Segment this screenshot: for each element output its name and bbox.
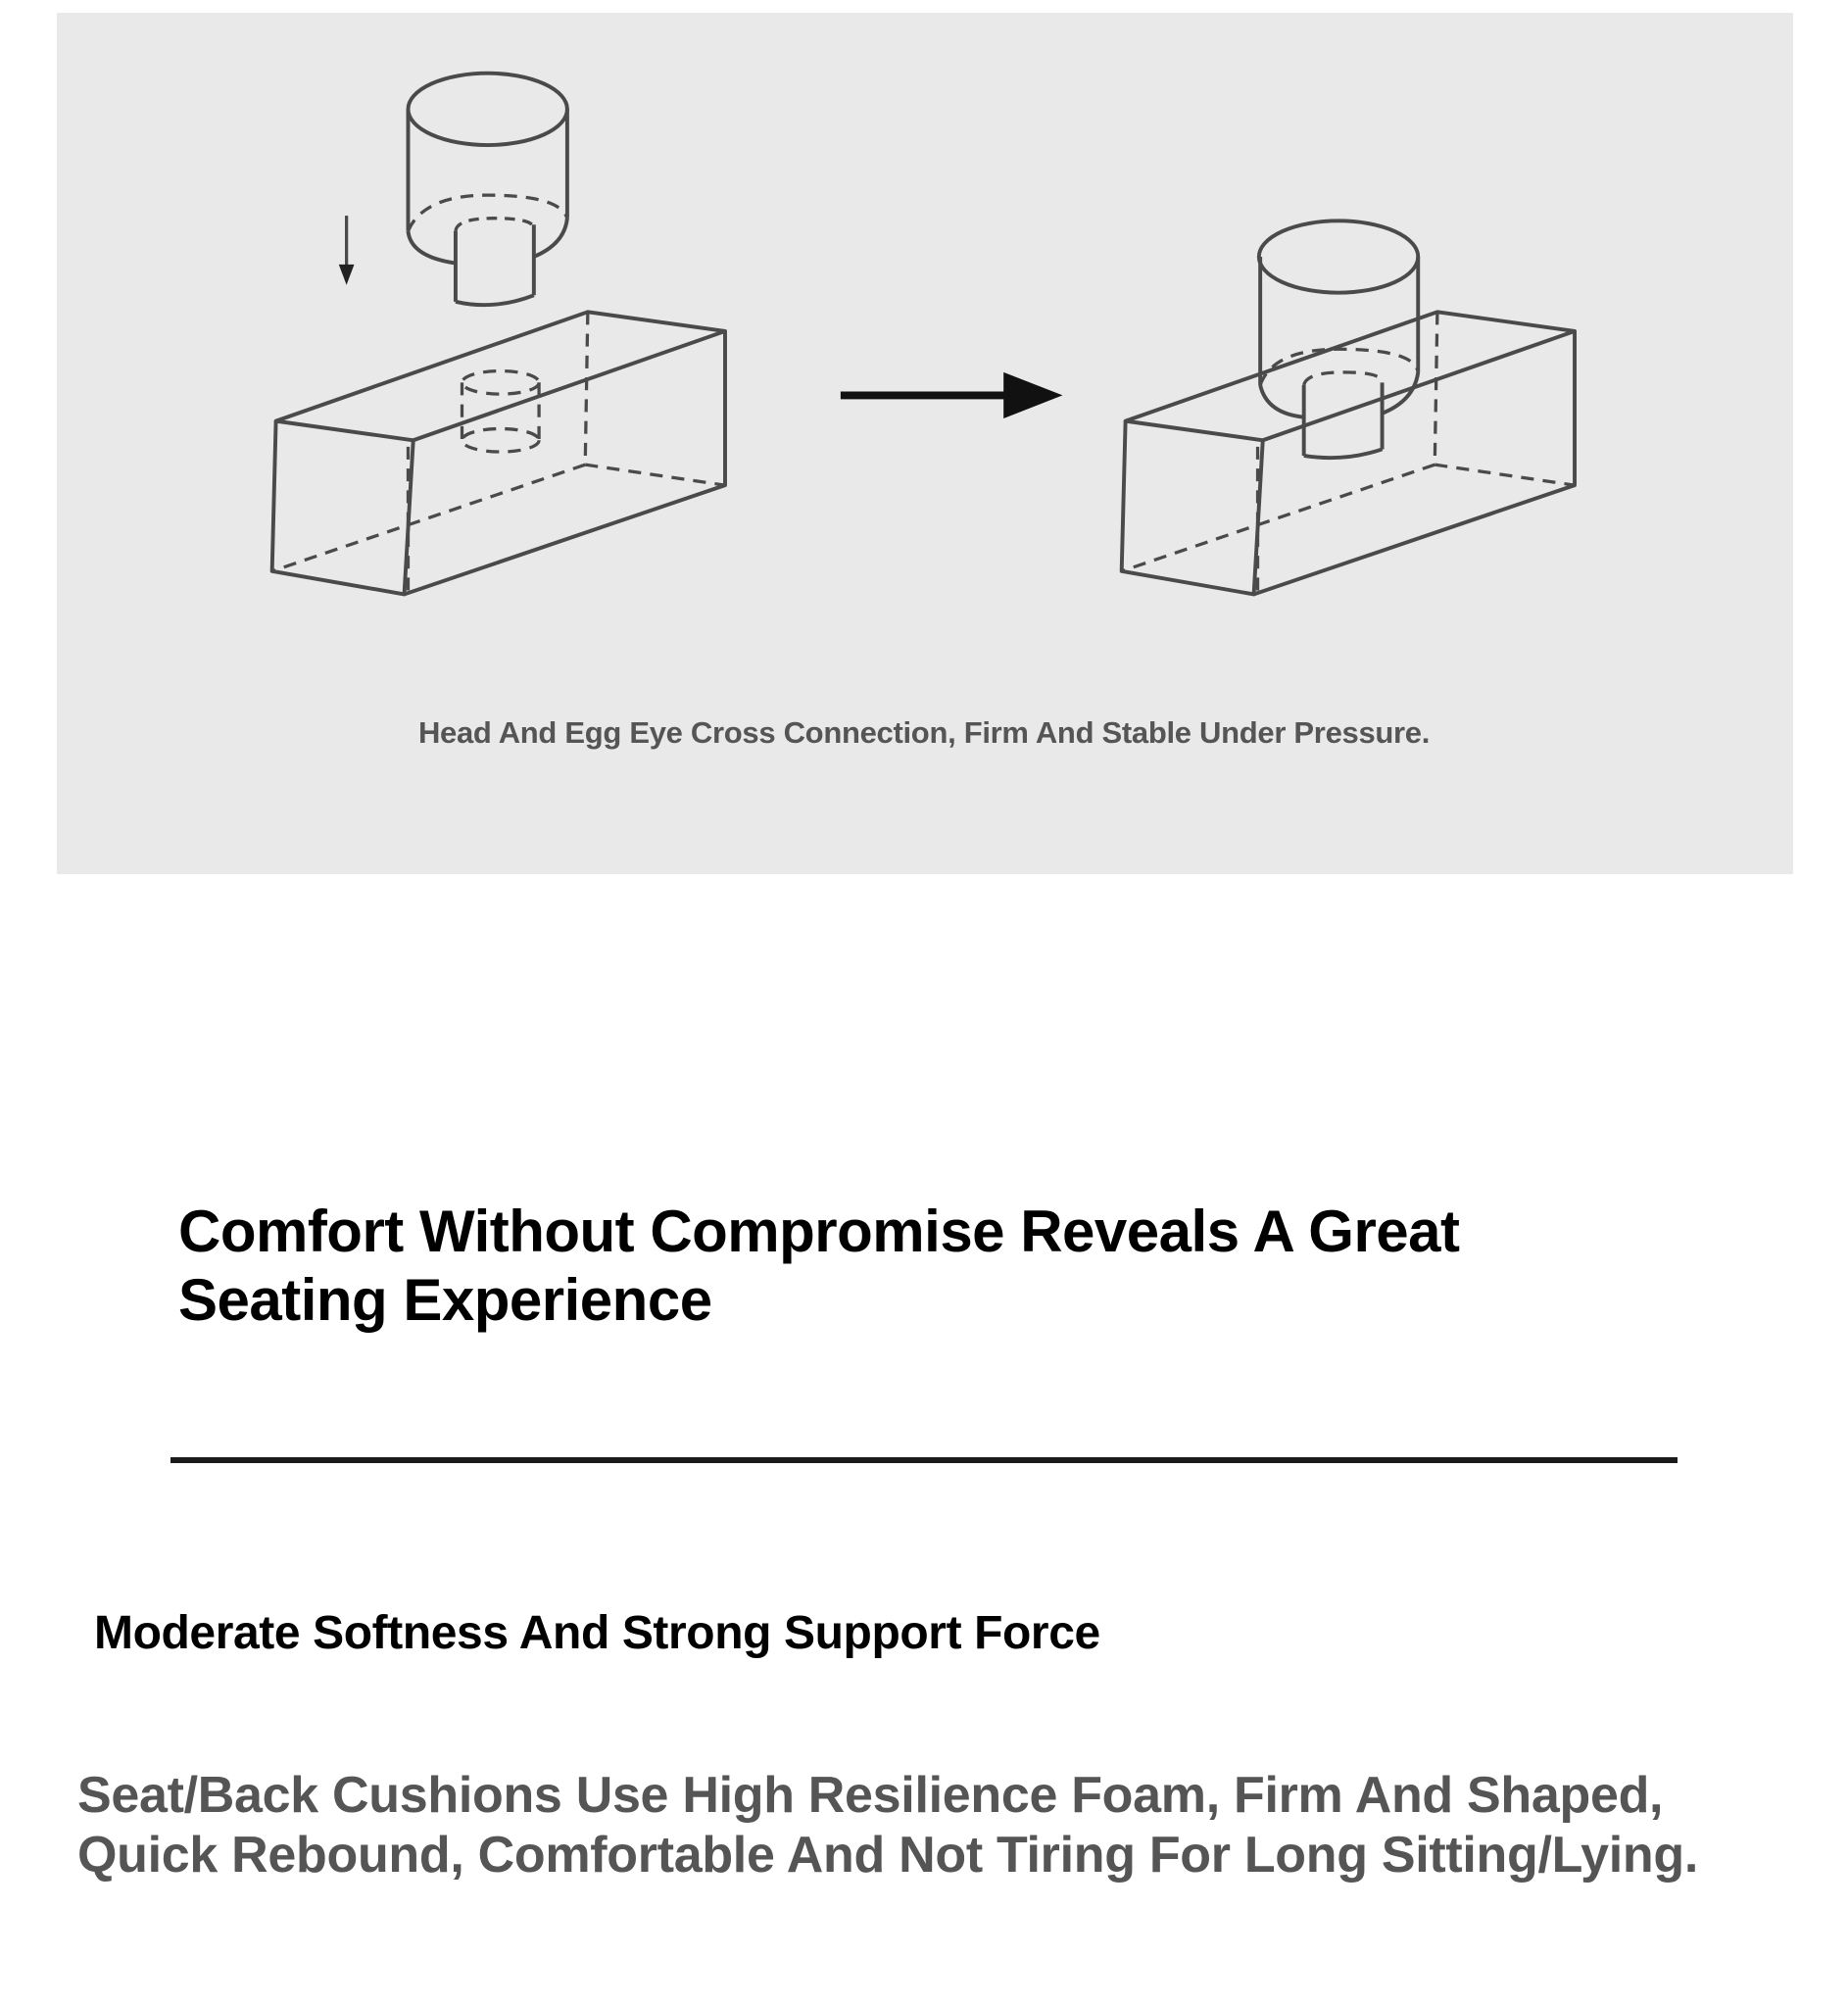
diagram-panel: [57, 13, 1793, 874]
section-divider: [170, 1457, 1678, 1463]
feature-subtitle: Moderate Softness And Strong Support For…: [94, 1607, 1100, 1659]
diagram-caption: Head And Egg Eye Cross Connection, Firm …: [417, 715, 1431, 750]
before-assembly-illustration: [269, 71, 727, 597]
connection-diagram: [269, 71, 1577, 597]
feature-description: Seat/Back Cushions Use High Resilience F…: [77, 1767, 1698, 1884]
section-title: Comfort Without Compromise Reveals A Gre…: [178, 1199, 1460, 1333]
right-arrow-icon: [840, 371, 1063, 419]
after-assembly-illustration: [1119, 219, 1577, 597]
